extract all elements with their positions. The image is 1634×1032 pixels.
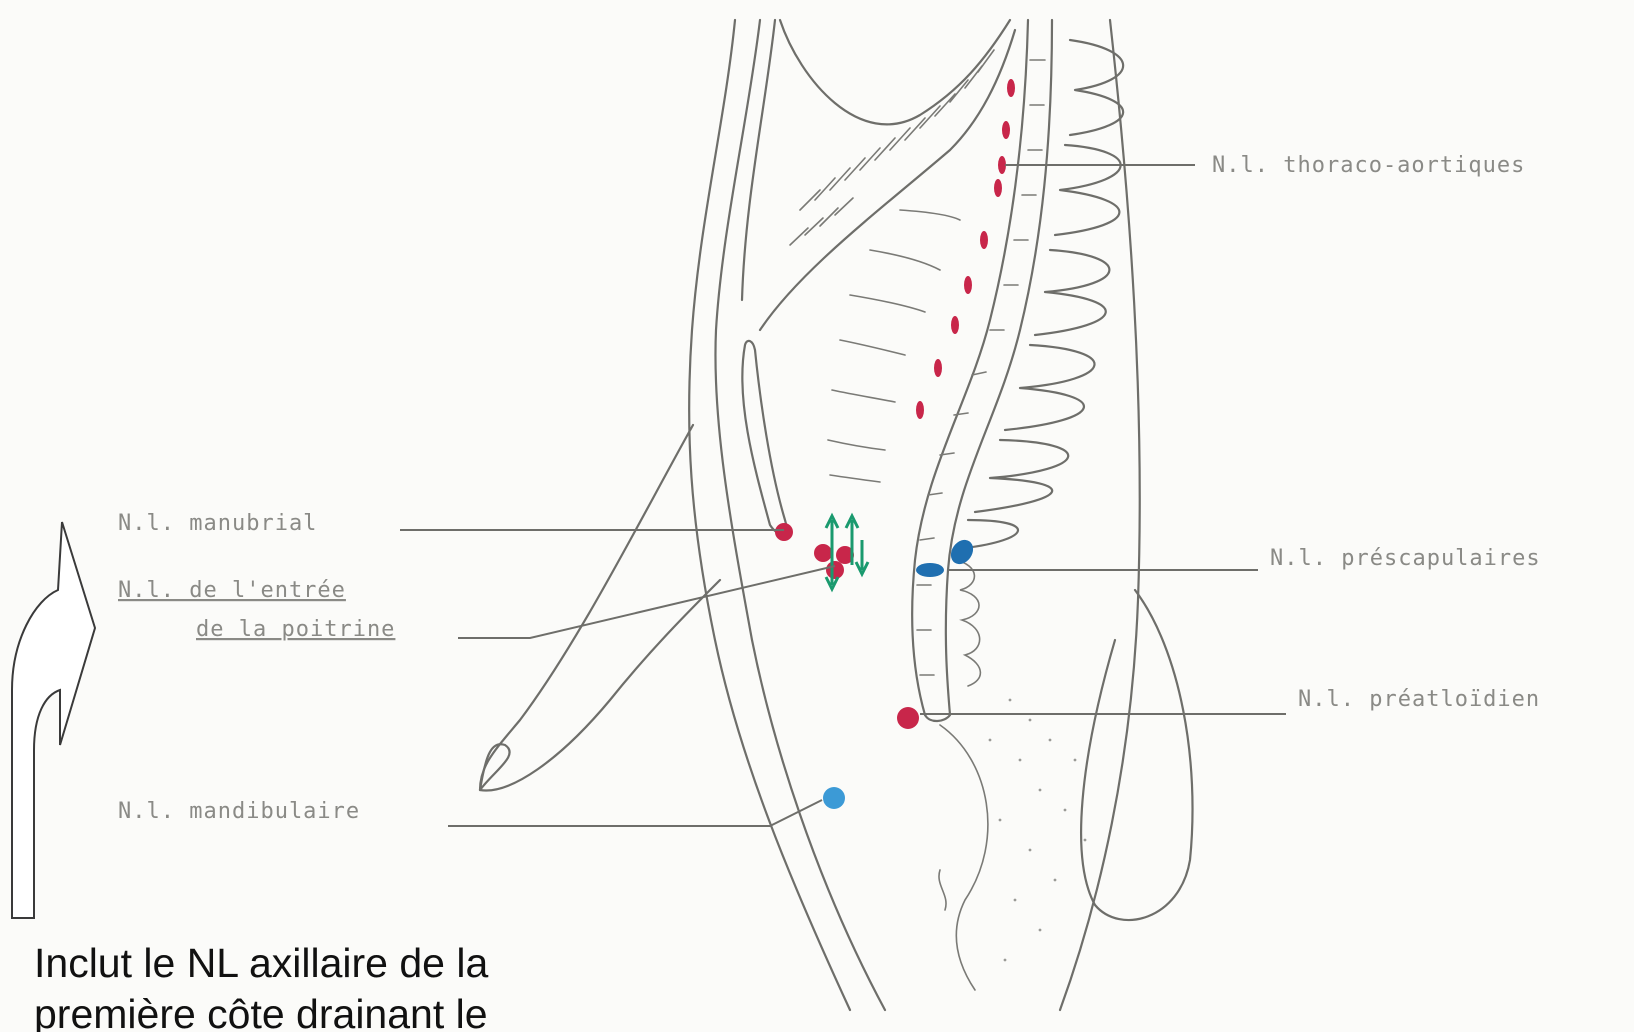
label-entree-line2: de la poitrine bbox=[196, 617, 395, 642]
label-prescapulaires: N.l. préscapulaires bbox=[1270, 546, 1541, 571]
stipple bbox=[989, 699, 1087, 962]
leader-entree bbox=[458, 566, 835, 638]
preatloid-node bbox=[897, 707, 919, 729]
mandible bbox=[480, 425, 720, 790]
lymph-nodes bbox=[775, 79, 1015, 809]
prescapular-node-1 bbox=[916, 563, 944, 577]
label-entree-line1: N.l. de l'entrée bbox=[118, 578, 346, 603]
ribs bbox=[955, 40, 1123, 686]
spine-tube-left bbox=[912, 20, 1028, 715]
chest-entrance-nodes bbox=[814, 544, 854, 579]
leader-lines bbox=[400, 165, 1286, 826]
label-preatloidien: N.l. préatloïdien bbox=[1298, 687, 1540, 712]
label-mandibulaire: N.l. mandibulaire bbox=[118, 799, 360, 824]
body-outline-right bbox=[1060, 20, 1140, 1010]
spine-tube-right bbox=[925, 20, 1052, 721]
body-outline-left-inner bbox=[715, 20, 885, 1010]
manubrium bbox=[742, 341, 786, 534]
thoraco-aortic-nodes bbox=[916, 79, 1015, 419]
interior-strokes bbox=[828, 210, 988, 990]
manubrial-node bbox=[775, 523, 793, 541]
body-outline-left-2 bbox=[742, 20, 775, 300]
body-outline-left bbox=[689, 20, 850, 1010]
scapula-band-lower bbox=[760, 30, 1015, 330]
mandibular-node bbox=[823, 787, 845, 809]
anatomy-drawing bbox=[480, 20, 1193, 1010]
caption-line1: Inclut le NL axillaire de la bbox=[34, 940, 488, 986]
label-thoraco-aortiques: N.l. thoraco-aortiques bbox=[1212, 153, 1525, 178]
caption-line2: première côte drainant le bbox=[34, 991, 488, 1032]
scapula-band-upper bbox=[780, 20, 1010, 124]
label-manubrial: N.l. manubrial bbox=[118, 511, 317, 536]
curved-arrow-icon bbox=[12, 522, 95, 918]
